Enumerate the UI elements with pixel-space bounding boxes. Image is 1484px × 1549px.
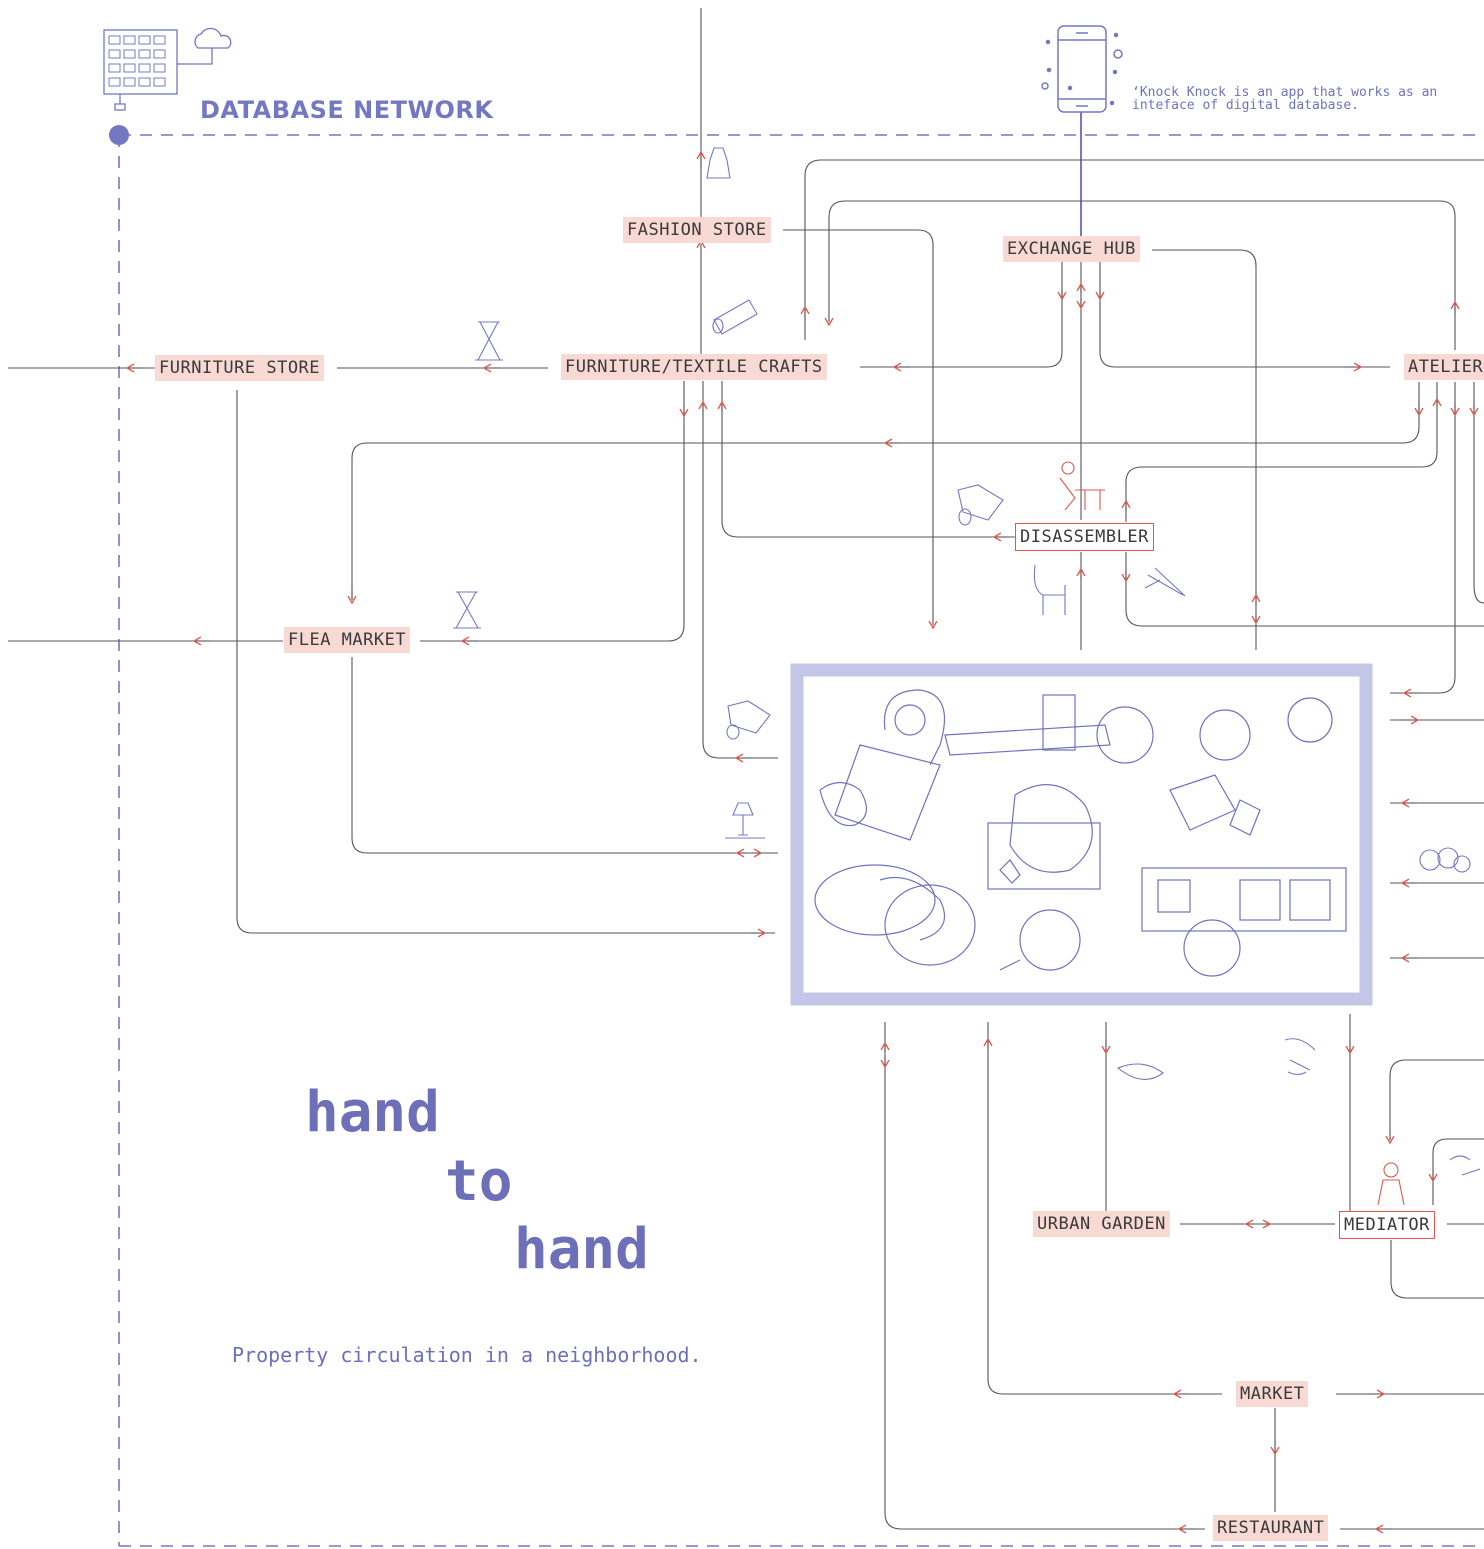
scraps-icon bbox=[1450, 1156, 1480, 1175]
workshop-frame bbox=[797, 670, 1366, 999]
title-line-1: hand bbox=[305, 1083, 440, 1143]
node-atelier[interactable]: ATELIER bbox=[1404, 354, 1484, 380]
fabric-icon bbox=[958, 485, 1003, 525]
database-icon bbox=[104, 30, 177, 110]
node-furniture-textile-crafts[interactable]: FURNITURE/TEXTILE CRAFTS bbox=[561, 354, 827, 380]
subtitle: Property circulation in a neighborhood. bbox=[232, 1343, 702, 1367]
sticks-icon bbox=[1145, 568, 1185, 596]
app-note: ‘Knock Knock is an app that works as an … bbox=[1132, 86, 1472, 112]
node-exchange-hub[interactable]: EXCHANGE HUB bbox=[1003, 236, 1140, 262]
node-furniture-store[interactable]: FURNITURE STORE bbox=[155, 355, 324, 381]
phone-icon bbox=[1042, 26, 1122, 112]
fabric-icon-2 bbox=[727, 701, 770, 739]
node-fashion-store[interactable]: FASHION STORE bbox=[623, 217, 771, 243]
stool-icon-2 bbox=[453, 592, 481, 628]
cloud-icon bbox=[177, 28, 231, 64]
node-flea-market[interactable]: FLEA MARKET bbox=[284, 627, 410, 653]
title-line-3: hand bbox=[514, 1220, 649, 1280]
produce-icon bbox=[1118, 1064, 1163, 1079]
rolls-icon bbox=[713, 300, 757, 334]
node-restaurant[interactable]: RESTAURANT bbox=[1213, 1515, 1328, 1541]
node-urban-garden[interactable]: URBAN GARDEN bbox=[1033, 1211, 1170, 1237]
worker-icon bbox=[1060, 462, 1105, 510]
network-node-dot bbox=[109, 125, 129, 145]
cabbage-icon bbox=[1420, 848, 1470, 872]
fish-scraps-icon bbox=[1285, 1039, 1315, 1075]
stool-icon bbox=[475, 322, 503, 360]
lamp-icon bbox=[725, 803, 765, 838]
title-line-2: to bbox=[445, 1152, 512, 1212]
node-disassembler[interactable]: DISASSEMBLER bbox=[1015, 523, 1154, 551]
database-network-label: DATABASE NETWORK bbox=[200, 96, 493, 124]
mediator-person-icon bbox=[1378, 1163, 1404, 1205]
node-market[interactable]: MARKET bbox=[1236, 1381, 1308, 1407]
dress-icon bbox=[707, 148, 730, 178]
node-mediator[interactable]: MEDIATOR bbox=[1339, 1211, 1435, 1239]
chair-icon bbox=[1034, 565, 1065, 615]
